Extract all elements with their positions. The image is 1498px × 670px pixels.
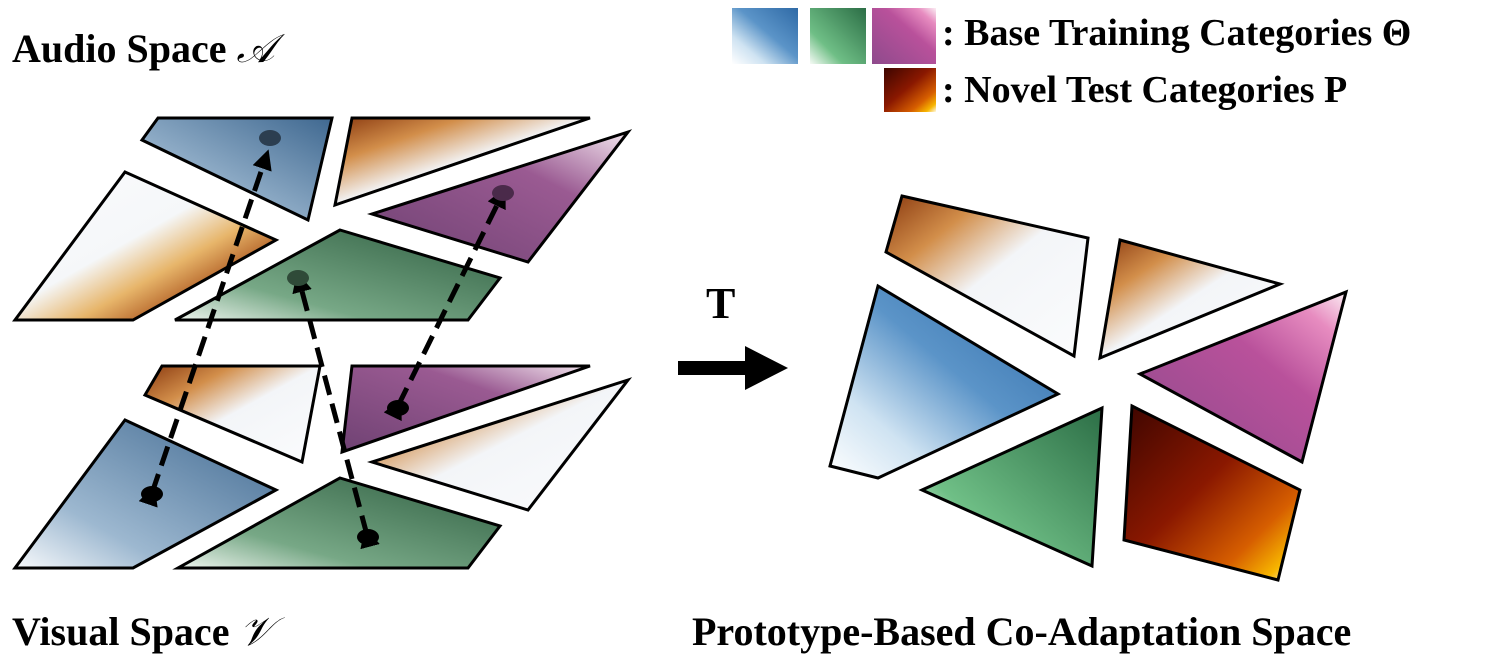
legend-novel-label: : Novel Test Categories P xyxy=(942,69,1347,111)
coadapt-cell-novel-bottom xyxy=(1122,403,1302,582)
visual-point-magenta xyxy=(387,400,409,416)
audio-point-green xyxy=(287,270,309,286)
correspondence-links xyxy=(138,130,514,550)
audio-point-blue xyxy=(259,130,281,146)
audio-point-magenta xyxy=(492,185,514,201)
coadapt-cell-green xyxy=(918,405,1104,569)
legend-swatch-green xyxy=(810,8,866,64)
legend-swatch-novel xyxy=(884,68,936,112)
arrow-head xyxy=(745,346,788,390)
link-magenta xyxy=(383,187,506,422)
coadapt-cell-magenta xyxy=(1136,289,1349,465)
visual-point-green xyxy=(357,529,379,545)
coadaptation-space xyxy=(828,194,1349,582)
legend-base-label: : Base Training Categories Θ xyxy=(942,12,1411,54)
coadapt-cell-novel-top-left xyxy=(884,194,1090,359)
audio-space-title: Audio Space 𝒜 xyxy=(12,26,286,71)
transform-arrow: T xyxy=(678,279,788,390)
legend-swatch-blue xyxy=(732,8,798,64)
coadaptation-space-title: Prototype-Based Co-Adaptation Space xyxy=(692,609,1351,654)
arrow-shaft xyxy=(678,361,750,375)
visual-space-title: Visual Space 𝒱 xyxy=(12,609,285,654)
visual-point-blue xyxy=(141,486,163,502)
coadapt-cell-novel-top-right xyxy=(1098,238,1285,361)
legend-swatch-magenta xyxy=(872,8,936,64)
link-green xyxy=(292,272,380,550)
legend: : Base Training Categories Θ : Novel Tes… xyxy=(732,8,1411,112)
visual-space xyxy=(12,364,633,570)
audio-cell-novel-top xyxy=(333,116,591,208)
transform-label: T xyxy=(706,279,735,328)
audio-space xyxy=(12,116,633,322)
link-blue xyxy=(138,149,272,508)
coadapt-cell-blue xyxy=(828,283,1062,480)
